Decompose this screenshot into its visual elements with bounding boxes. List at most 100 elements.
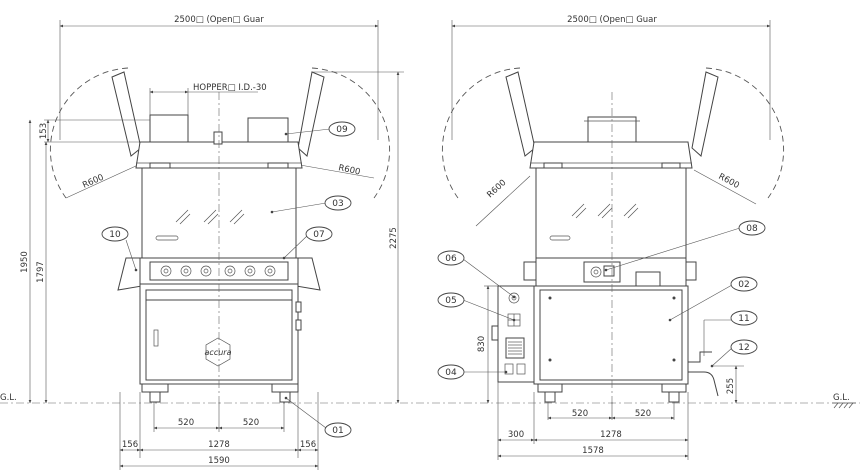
svg-text:07: 07 [313, 230, 324, 240]
side-base-520-dim-right: 520 [635, 409, 651, 419]
base-520-dim-left: 520 [178, 418, 194, 428]
emergency-stop-icon [508, 292, 520, 304]
side-right-guard-arc [705, 67, 785, 199]
svg-text:05: 05 [445, 296, 456, 306]
left-foot [141, 383, 169, 393]
side-right-foot-pad [668, 391, 680, 403]
callout-09: 09 [284, 121, 356, 137]
base-156-dim-left: 156 [122, 440, 138, 450]
side-base-1278-dim: 1278 [600, 430, 622, 440]
height-2275-dim: 2275 [389, 227, 399, 249]
base-1278-dim-left: 1278 [208, 440, 230, 450]
side-motor-box [583, 261, 621, 283]
side-gauge [603, 265, 615, 277]
side-hinge-bottom [295, 319, 302, 331]
ground-level-label-right: G.L. [833, 393, 850, 403]
side-left-foot-pad [544, 391, 556, 403]
callout-01: 01 [284, 396, 352, 438]
right-guard-arc [311, 67, 391, 199]
callout-12: 12 [710, 339, 758, 368]
right-foot-pad [279, 391, 291, 403]
guard-window [141, 167, 297, 259]
control-panel [497, 285, 535, 383]
left-open-guard [111, 71, 142, 157]
machine-head [135, 141, 303, 169]
accura-logo: accura [205, 337, 232, 367]
right-hopper [247, 117, 289, 145]
side-left-foot [537, 383, 563, 393]
height-1797-dim: 1797 [36, 261, 46, 283]
svg-text:08: 08 [746, 224, 758, 234]
logo-text: accura [205, 348, 232, 357]
side-right-bracket [685, 261, 697, 281]
height-153-dim: 153 [39, 123, 49, 139]
callout-06: 06 [437, 250, 516, 299]
head-spindle [213, 131, 223, 145]
ground-level-label-left: G.L. [0, 393, 17, 403]
side-guard-handle [549, 235, 571, 241]
right-open-guard [297, 71, 325, 157]
side-right-radius-label: R600 [717, 172, 741, 191]
ground-hatch-right [832, 402, 856, 409]
side-pipe-upper [688, 351, 712, 363]
callout-10: 10 [101, 226, 138, 272]
left-hopper [149, 114, 189, 144]
side-glass-reflection [571, 203, 639, 219]
right-foot [271, 383, 299, 393]
panel-handle [491, 325, 499, 341]
height-255-dim: 255 [726, 378, 736, 394]
side-left-open-guard [505, 71, 536, 157]
svg-text:12: 12 [738, 343, 749, 353]
front-view: R600 R600 [20, 15, 404, 470]
callout-07: 07 [282, 226, 333, 260]
side-cabinet-panel [539, 289, 683, 381]
svg-text:02: 02 [738, 280, 749, 290]
left-guard-arc [49, 67, 129, 199]
socket-right-icon [516, 363, 526, 375]
side-left-radius-label: R600 [485, 178, 508, 200]
height-830-dim: 830 [477, 336, 487, 352]
callout-11: 11 [703, 310, 758, 356]
base-156-dim-right: 156 [300, 440, 316, 450]
side-left-guard-arc [441, 67, 521, 199]
base-1590-dim: 1590 [208, 456, 230, 466]
side-left-bracket [523, 261, 537, 281]
left-side-bracket [117, 257, 143, 291]
side-hinge-top [295, 301, 302, 313]
side-right-open-guard [691, 71, 719, 157]
base-300-dim: 300 [508, 430, 524, 440]
svg-text:11: 11 [738, 314, 749, 324]
height-1950-dim: 1950 [20, 251, 30, 273]
ground-line: G.L. G.L. [0, 393, 860, 409]
side-pipe-lower [688, 371, 719, 397]
right-side-bracket [295, 257, 321, 291]
door-handle [153, 329, 159, 347]
left-radius-label: R600 [81, 173, 105, 191]
left-foot-pad [149, 391, 161, 403]
svg-text:06: 06 [445, 254, 457, 264]
svg-text:03: 03 [332, 199, 343, 209]
callout-08: 08 [604, 220, 766, 272]
side-guard-window [535, 167, 687, 259]
base-520-dim-right: 520 [243, 418, 259, 428]
right-radius-label: R600 [337, 163, 361, 177]
side-view: R600 R600 [437, 15, 785, 460]
svg-text:04: 04 [445, 368, 457, 378]
side-right-foot [661, 383, 687, 393]
svg-text:10: 10 [109, 230, 121, 240]
hopper-id-dim: HOPPER□ I.D.-30 [193, 83, 267, 93]
svg-text:09: 09 [336, 125, 348, 135]
open-guard-dim-left: 2500□ (Open□ Guar [174, 15, 264, 25]
callout-03: 03 [270, 195, 352, 214]
glass-reflection [175, 209, 245, 225]
callout-02: 02 [668, 276, 758, 322]
side-base-520-dim-left: 520 [572, 409, 588, 419]
guard-handle [155, 235, 179, 241]
base-1578-dim: 1578 [582, 446, 604, 456]
turret-knobs [160, 265, 276, 277]
side-machine-head [529, 141, 693, 169]
callout-04: 04 [437, 364, 508, 380]
svg-text:01: 01 [332, 426, 343, 436]
callout-05: 05 [437, 292, 516, 322]
